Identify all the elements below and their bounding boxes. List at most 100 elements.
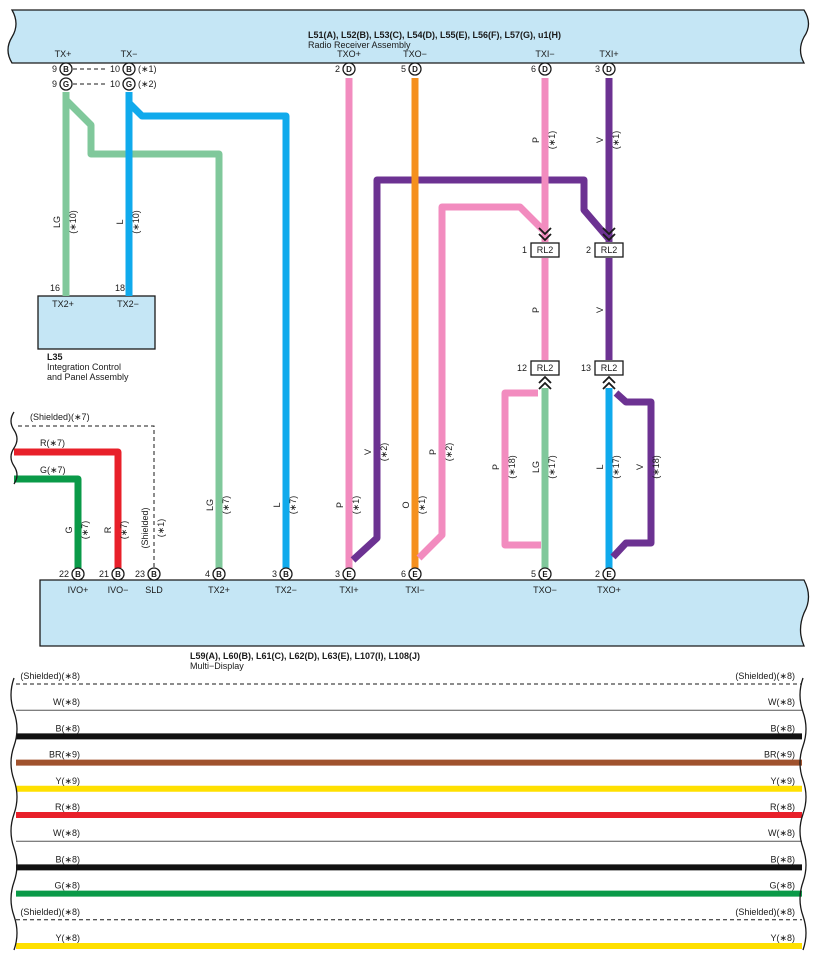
bottom-wire-5-label-left: Y(∗9) xyxy=(55,776,80,786)
top-pin-10b-note: (∗1) xyxy=(138,64,157,74)
wire-v-18-loop xyxy=(610,390,655,560)
left-cable-shield-label: (Shielded)(∗7) xyxy=(30,412,90,422)
bottom-pin-23b: B xyxy=(147,567,161,581)
left-cable-break xyxy=(10,411,18,485)
bottom-pin-22b-code: B xyxy=(75,570,81,579)
bottom-pin-5e-code: E xyxy=(542,570,548,579)
bottom-pin-2e: E xyxy=(602,567,616,581)
bottom-pin-2e-code: E xyxy=(606,570,612,579)
bottom-wire-1-label-right: (Shielded)(∗8) xyxy=(735,671,795,681)
wire-r-ivo-minus xyxy=(14,448,122,568)
bottom-pin-22b-num: 22 xyxy=(59,569,69,579)
bottom-pin-22b: B xyxy=(71,567,85,581)
bottom-pin-2e-label: TXO+ xyxy=(597,585,621,595)
bottom-wire-3-label-left: B(∗8) xyxy=(55,723,80,733)
label-r-7-note: (∗7) xyxy=(119,521,129,540)
top-pin-2d-code: D xyxy=(346,65,352,74)
label-r-7: R xyxy=(103,526,113,533)
label-lg-17: LG xyxy=(531,461,541,473)
top-pin-3d-code: D xyxy=(606,65,612,74)
label-v-18: V xyxy=(635,464,645,470)
bottom-pin-21b-label: IVO− xyxy=(108,585,129,595)
label-shielded-1: (Shielded) xyxy=(140,507,150,548)
bottom-pin-21b: B xyxy=(111,567,125,581)
label-p-2: P xyxy=(428,449,438,455)
bottom-pin-6e-label: TXI− xyxy=(405,585,424,595)
top-pin-9g-code: G xyxy=(63,80,69,89)
label-p-18: P xyxy=(491,464,501,470)
label-o-1-note: (∗1) xyxy=(417,496,427,515)
l35-id: L35 xyxy=(47,352,63,362)
bottom-pin-4b-code: B xyxy=(216,570,222,579)
label-lg-17-note: (∗17) xyxy=(547,455,557,479)
relay-rl2-13: RL2 xyxy=(594,360,624,376)
bottom-pin-3b-label: TX2− xyxy=(275,585,297,595)
bottom-wire-7-label-left: W(∗8) xyxy=(53,828,80,838)
bottom-pin-21b-code: B xyxy=(115,570,121,579)
label-shielded-1-note: (∗1) xyxy=(156,519,166,538)
bottom-wire-1-label-left: (Shielded)(∗8) xyxy=(20,671,80,681)
l35-name-line2: and Panel Assembly xyxy=(47,372,129,382)
rl2-2-arrow xyxy=(602,227,616,242)
top-pin-label-txi-minus: TXI− xyxy=(535,49,554,59)
bottom-pin-5e: E xyxy=(538,567,552,581)
bottom-bundle-right-break xyxy=(799,677,807,951)
wire-p-txi-minus-loop xyxy=(416,203,548,561)
bottom-pin-2e-num: 2 xyxy=(595,569,600,579)
integration-control-panel-box xyxy=(37,295,156,350)
label-g-7: G xyxy=(64,526,74,533)
rl2-13-arrow xyxy=(602,375,616,390)
bottom-pin-3e-num: 3 xyxy=(335,569,340,579)
relay-rl2-2-label: RL2 xyxy=(601,245,618,255)
bottom-pin-5e-num: 5 xyxy=(531,569,536,579)
multi-display-connector-body xyxy=(39,579,810,647)
bottom-wire-4-label-right: BR(∗9) xyxy=(764,750,795,760)
top-pin-10g-note: (∗2) xyxy=(138,79,157,89)
top-pin-6d-code: D xyxy=(542,65,548,74)
bottom-pin-3b-code: B xyxy=(283,570,289,579)
bottom-wire-7-label-right: W(∗8) xyxy=(768,828,795,838)
radio-receiver-codes: L51(A), L52(B), L53(C), L54(D), L55(E), … xyxy=(308,30,561,40)
l35-pin-label-tx2-minus: TX2− xyxy=(117,299,139,309)
label-l-7: L xyxy=(272,502,282,507)
left-cable-green-label: G(∗7) xyxy=(40,465,66,475)
relay-rl2-1: RL2 xyxy=(530,242,560,258)
top-pin-10g: G xyxy=(122,77,136,91)
bottom-pin-5e-label: TXO− xyxy=(533,585,557,595)
l35-pin-num-16: 16 xyxy=(50,283,60,293)
bottom-pin-4b: B xyxy=(212,567,226,581)
bottom-pin-6e-code: E xyxy=(412,570,418,579)
bottom-wire-8-label-right: B(∗8) xyxy=(770,854,795,864)
label-p-1-low-note: (∗1) xyxy=(351,496,361,515)
label-g-7-note: (∗7) xyxy=(80,521,90,540)
label-l-17: L xyxy=(595,464,605,469)
bottom-pin-21b-num: 21 xyxy=(99,569,109,579)
label-l-10-note: (∗10) xyxy=(131,210,141,234)
label-v-mid: V xyxy=(595,307,605,313)
relay-rl2-12-num: 12 xyxy=(517,363,527,373)
top-pin-label-tx-plus: TX+ xyxy=(55,49,72,59)
top-pin-label-tx-minus: TX− xyxy=(121,49,138,59)
bottom-wire-4-label-left: BR(∗9) xyxy=(49,750,80,760)
bottom-wire-10-label-left: (Shielded)(∗8) xyxy=(20,907,80,917)
bottom-pin-23b-code: B xyxy=(151,570,157,579)
label-v-1-top-note: (∗1) xyxy=(611,131,621,150)
top-pin-9b: B xyxy=(59,62,73,76)
label-o-1: O xyxy=(401,501,411,508)
bottom-pin-6e: E xyxy=(408,567,422,581)
label-p-1-top: P xyxy=(531,137,541,143)
top-pin-2d-num: 2 xyxy=(335,64,340,74)
label-p-mid: P xyxy=(531,307,541,313)
label-v-1-top: V xyxy=(595,137,605,143)
radio-receiver-name: Radio Receiver Assembly xyxy=(308,40,411,50)
label-lg-10: LG xyxy=(52,216,62,228)
top-pin-10g-num: 10 xyxy=(110,79,120,89)
top-pin-10b-code: B xyxy=(126,65,132,74)
relay-rl2-1-label: RL2 xyxy=(537,245,554,255)
radio-receiver-connector-body xyxy=(7,9,810,64)
bottom-wire-11-label-left: Y(∗8) xyxy=(55,933,80,943)
l35-name-line1: Integration Control xyxy=(47,362,121,372)
multi-display-codes: L59(A), L60(B), L61(C), L62(D), L63(E), … xyxy=(190,651,420,661)
label-l-17-note: (∗17) xyxy=(611,455,621,479)
